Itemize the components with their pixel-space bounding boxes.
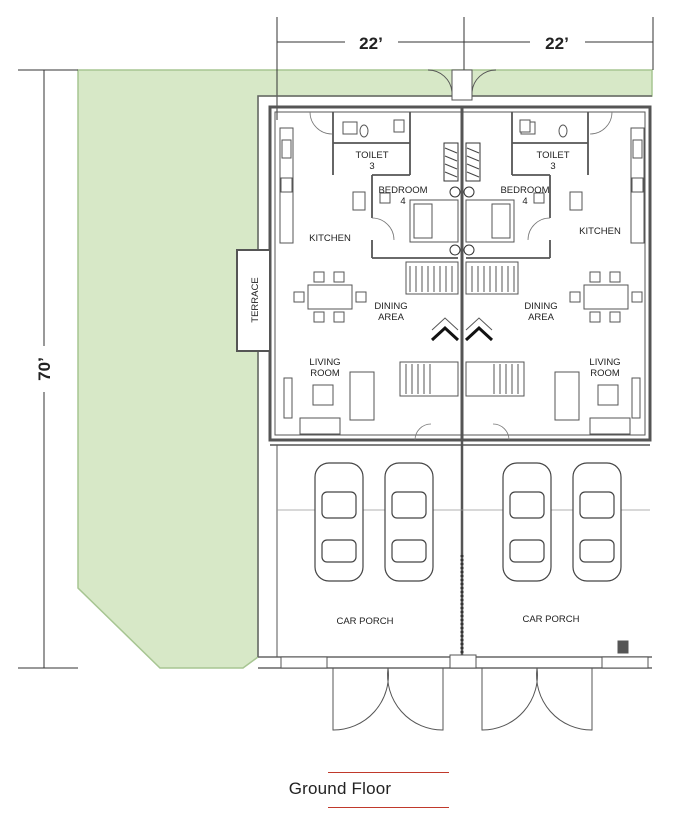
toilet-left-label: TOILET [355,150,388,161]
kitchen-counters [279,127,645,244]
bedroom-left-number: 4 [400,196,405,207]
dining-left-area: AREA [378,312,405,323]
dimension-lines [18,17,654,669]
caption-rule-bottom [328,807,449,808]
toilet-left-number: 3 [369,161,374,172]
bedroom-left-label: BEDROOM [378,185,427,196]
wardrobes [443,142,481,256]
living-left-room: ROOM [310,368,340,379]
toilet-fixtures [342,119,568,138]
cars [314,462,622,582]
living-right-room: ROOM [590,368,620,379]
interior-walls [332,112,589,259]
dining-sets [293,271,643,323]
caption-title: Ground Floor [288,779,392,798]
dining-right-area: AREA [528,312,555,323]
room-labels: TOILET 3 TOILET 3 BEDROOM 4 BEDROOM 4 KI… [309,150,621,627]
dining-left-label: DINING [374,301,407,312]
bedroom-right-label: BEDROOM [500,185,549,196]
carporch-right-label: CAR PORCH [522,614,579,625]
depth-label: 70’ [35,357,54,381]
terrace-outline [236,249,271,352]
staircase [399,261,525,397]
living-right-label: LIVING [589,357,620,368]
kitchen-right-label: KITCHEN [579,226,621,237]
door-swings [309,111,613,441]
caption-rule-top [328,772,449,773]
rear-gate [427,69,497,101]
living-furniture [283,371,641,435]
beds [352,191,583,243]
carporch-left-label: CAR PORCH [336,616,393,627]
lot-boundary [257,95,652,669]
width-right-label: 22’ [545,34,569,53]
toilet-right-number: 3 [550,161,555,172]
kitchen-left-label: KITCHEN [309,233,351,244]
dining-right-label: DINING [524,301,557,312]
floor-plan: 22’ 22’ 70’ TERRACE [18,17,654,731]
width-left-label: 22’ [359,34,383,53]
toilet-right-label: TOILET [536,150,569,161]
front-gates [280,640,649,731]
living-left-label: LIVING [309,357,340,368]
terrace-label: TERRACE [250,277,261,322]
bedroom-right-number: 4 [522,196,527,207]
